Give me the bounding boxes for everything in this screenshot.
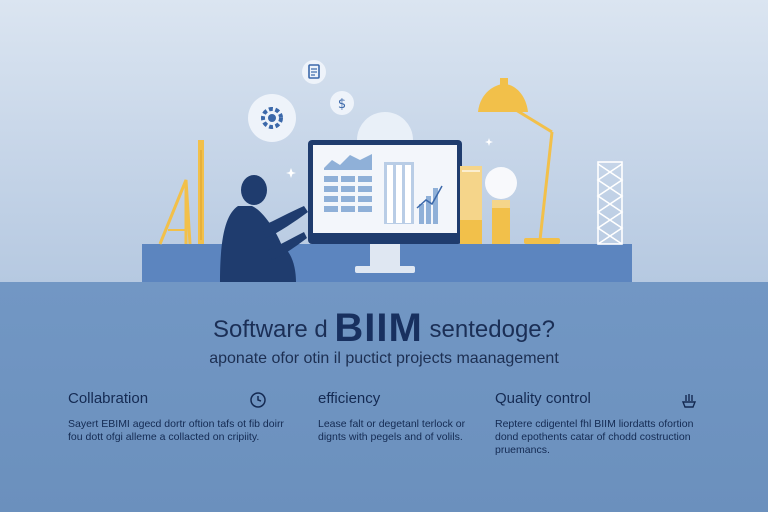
hero-illustration: $ bbox=[0, 0, 768, 282]
feature-title: efficiency bbox=[318, 390, 381, 407]
backdrop-dome bbox=[357, 112, 413, 140]
title-suffix: sentedoge? bbox=[429, 316, 555, 343]
person-silhouette bbox=[220, 175, 308, 282]
title-prefix: Software d bbox=[213, 316, 328, 343]
jar-icon bbox=[460, 166, 482, 244]
feature-description: Reptere cdigentel fhl BIIM liordatts ofo… bbox=[495, 418, 694, 456]
svg-text:$: $ bbox=[338, 97, 346, 112]
title-highlight: BIIM bbox=[334, 306, 423, 350]
crane-icon bbox=[158, 140, 204, 245]
document-icon bbox=[302, 60, 326, 84]
monitor-icon bbox=[308, 140, 462, 273]
desk-lamp-icon bbox=[478, 78, 560, 244]
hero-scene: $ bbox=[142, 60, 632, 282]
feature-description: Lease falt or degetanl terlock or dignts… bbox=[318, 418, 466, 443]
lattice-tower-icon bbox=[596, 161, 624, 245]
sparkle-icon bbox=[286, 138, 493, 178]
clock-icon bbox=[250, 392, 266, 408]
content-section bbox=[0, 282, 768, 512]
feature-title: Quality control bbox=[495, 390, 591, 407]
feature-title: Collabration bbox=[68, 390, 149, 407]
feature-description: Sayert EBIMI agecd dortr oftion tafs ot … bbox=[68, 418, 284, 443]
dollar-icon: $ bbox=[330, 91, 354, 115]
hand-icon bbox=[681, 394, 697, 408]
page-subtitle: aponate ofor otin il puctict projects ma… bbox=[209, 350, 559, 367]
globe-lamp-icon bbox=[485, 167, 517, 244]
feature-efficiency: efficiency Lease falt or degetanl terloc… bbox=[318, 388, 470, 444]
feature-collaboration: Collabration Sayert EBIMI agecd dortr of… bbox=[68, 388, 300, 444]
feature-quality-control: Quality control Reptere cdigentel fhl BI… bbox=[495, 388, 713, 457]
page-title: Software d BIIM sentedoge? bbox=[0, 308, 768, 350]
gear-icon bbox=[248, 94, 296, 142]
